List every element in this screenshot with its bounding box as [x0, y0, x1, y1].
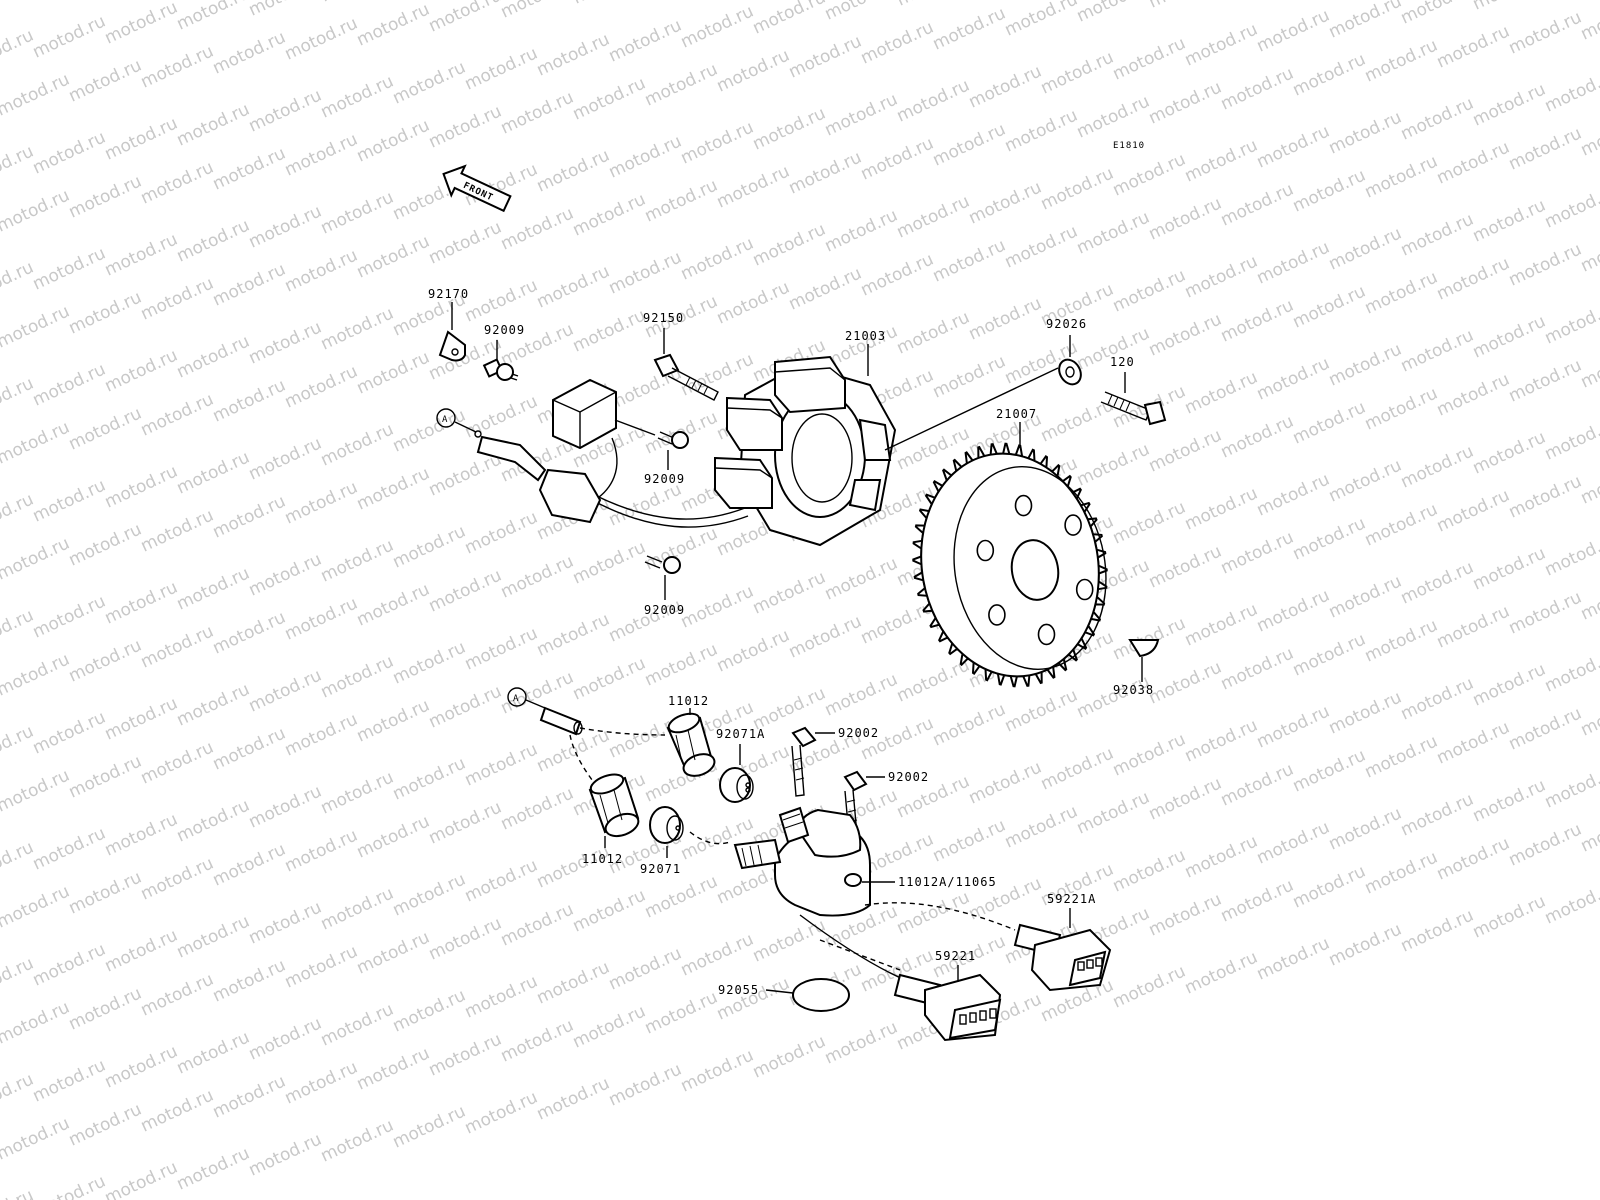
stator-body — [714, 355, 897, 547]
callout-a-bottom: A — [507, 687, 546, 709]
label-92055: 92055 — [718, 983, 759, 997]
rotor-flywheel-21007[interactable] — [904, 439, 1122, 690]
svg-text:A: A — [442, 415, 448, 425]
label-11012-bottom: 11012 — [582, 852, 623, 866]
label-59221A: 59221A — [1047, 892, 1096, 906]
grommet-92071A[interactable] — [719, 767, 754, 803]
cap-11012-top[interactable] — [666, 710, 717, 780]
washer-92026[interactable] — [1055, 356, 1085, 389]
grommet-92071[interactable] — [649, 806, 684, 844]
pickup-coil — [552, 378, 617, 450]
label-92170: 92170 — [428, 287, 469, 301]
rotor-bolt-hole — [1014, 494, 1033, 517]
generator-cover-11012A-11065[interactable] — [733, 806, 871, 917]
cap-11012-bottom[interactable] — [588, 771, 641, 841]
label-11012-top: 11012 — [668, 694, 709, 708]
connector-59221A[interactable] — [1013, 923, 1112, 992]
label-59221: 59221 — [935, 949, 976, 963]
rotor-bolt-holes — [976, 494, 1094, 646]
label-92009-mid: 92009 — [644, 472, 685, 486]
o-ring-92055[interactable] — [792, 978, 850, 1012]
label-92071: 92071 — [640, 862, 681, 876]
screw-92009-mid[interactable] — [657, 431, 689, 449]
label-21003: 21003 — [845, 329, 886, 343]
rotor-bolt-hole — [988, 604, 1006, 626]
label-11012A-11065: 11012A/11065 — [898, 875, 997, 889]
rotor-bolt-hole — [976, 539, 995, 562]
svg-text:A: A — [513, 694, 519, 704]
label-21007: 21007 — [996, 407, 1037, 421]
rotor-bolt-hole — [1075, 578, 1094, 601]
label-92026: 92026 — [1046, 317, 1087, 331]
bolt-120[interactable] — [1100, 391, 1167, 426]
label-92071A: 92071A — [716, 727, 765, 741]
label-92002-b: 92002 — [888, 770, 929, 784]
bolt-92002-a[interactable] — [791, 726, 817, 797]
label-92009-top: 92009 — [484, 323, 525, 337]
front-direction-arrow: FRONT — [442, 164, 512, 213]
label-92150: 92150 — [643, 311, 684, 325]
connector-59221[interactable] — [893, 973, 1002, 1042]
screw-92009-bottom[interactable] — [644, 555, 681, 574]
woodruff-key-92038[interactable] — [1128, 639, 1160, 658]
stator-assembly-21003 — [474, 355, 897, 547]
rotor-bolt-hole — [1037, 623, 1056, 646]
callout-a-top: A — [436, 408, 477, 433]
label-92009-bottom: 92009 — [644, 603, 685, 617]
rotor-bolt-hole — [1064, 514, 1082, 536]
label-92038: 92038 — [1113, 683, 1154, 697]
diagram-code: E1810 — [1113, 141, 1145, 151]
label-92002-a: 92002 — [838, 726, 879, 740]
screw-92009-top[interactable] — [482, 358, 519, 381]
clamp-92170[interactable] — [438, 330, 466, 362]
bolt-92150[interactable] — [653, 353, 719, 401]
label-120: 120 — [1110, 355, 1135, 369]
